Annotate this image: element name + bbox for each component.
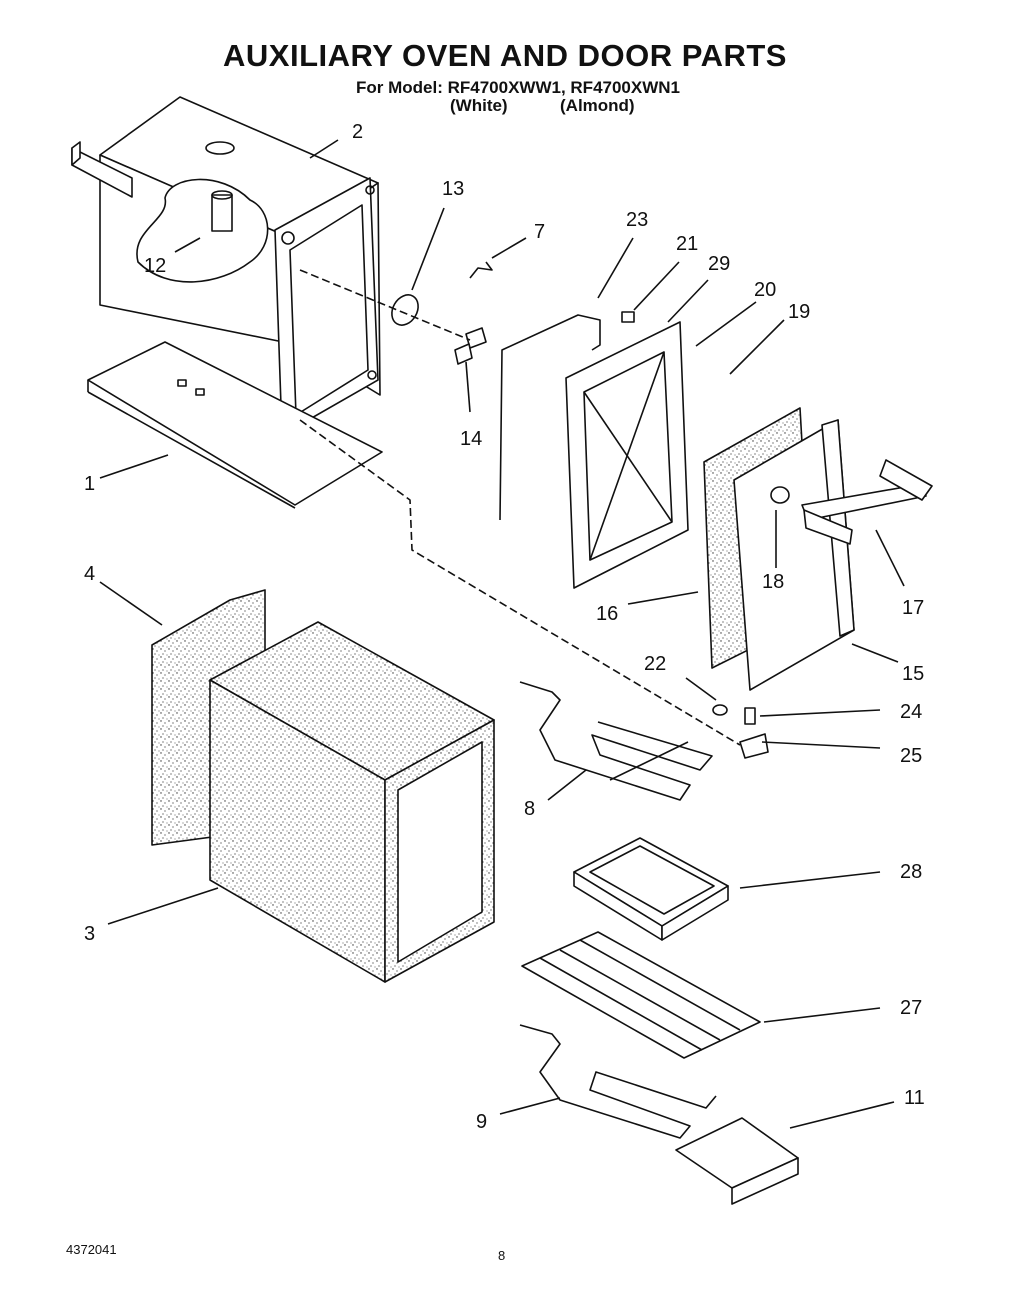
door-handle-part bbox=[801, 459, 933, 545]
element-shield-part bbox=[675, 1117, 799, 1205]
callout-21: 21 bbox=[676, 233, 698, 255]
vent-cover-part bbox=[299, 269, 487, 365]
callout-24: 24 bbox=[900, 701, 922, 723]
oven-rack-part bbox=[521, 931, 761, 1059]
callout-4: 4 bbox=[84, 563, 95, 585]
outer-door-part bbox=[703, 407, 855, 691]
door-stop-part bbox=[712, 704, 769, 759]
page-number: 8 bbox=[498, 1248, 506, 1263]
callout-17: 17 bbox=[902, 597, 924, 619]
callout-18: 18 bbox=[762, 571, 784, 593]
broiler-pan-part bbox=[573, 837, 729, 941]
broil-element-part bbox=[519, 681, 713, 801]
model-line: For Model: RF4700XWW1, RF4700XWN1 bbox=[356, 78, 681, 97]
bake-element-part bbox=[519, 1024, 717, 1139]
leader-lines bbox=[99, 139, 905, 1129]
callout-29: 29 bbox=[708, 253, 730, 275]
callout-14: 14 bbox=[460, 428, 482, 450]
callout-8: 8 bbox=[524, 798, 535, 820]
variant-almond: (Almond) bbox=[560, 96, 635, 115]
callout-16: 16 bbox=[596, 603, 618, 625]
oven-liner-part bbox=[71, 96, 381, 436]
page-title: AUXILIARY OVEN AND DOOR PARTS bbox=[223, 38, 787, 73]
callout-15: 15 bbox=[902, 663, 924, 685]
callout-25: 25 bbox=[900, 745, 922, 767]
leader-dashed bbox=[299, 419, 741, 746]
callout-13: 13 bbox=[442, 178, 464, 200]
callout-23: 23 bbox=[626, 209, 648, 231]
variant-white: (White) bbox=[450, 96, 508, 115]
door-gasket-part bbox=[499, 314, 601, 521]
callout-20: 20 bbox=[754, 279, 776, 301]
inner-door-part bbox=[565, 311, 689, 589]
callout-12: 12 bbox=[144, 255, 166, 277]
callout-22: 22 bbox=[644, 653, 666, 675]
callout-9: 9 bbox=[476, 1111, 487, 1133]
callout-11: 11 bbox=[904, 1087, 925, 1109]
callout-2: 2 bbox=[352, 121, 363, 143]
callout-1: 1 bbox=[84, 473, 95, 495]
bottom-shield-part bbox=[87, 341, 383, 509]
callout-7: 7 bbox=[534, 221, 545, 243]
callout-3: 3 bbox=[84, 923, 95, 945]
clip-part bbox=[469, 261, 493, 279]
callout-27: 27 bbox=[900, 997, 922, 1019]
main-insulation-part bbox=[209, 621, 495, 983]
doc-number: 4372041 bbox=[66, 1242, 117, 1257]
callout-28: 28 bbox=[900, 861, 922, 883]
callout-19: 19 bbox=[788, 301, 810, 323]
